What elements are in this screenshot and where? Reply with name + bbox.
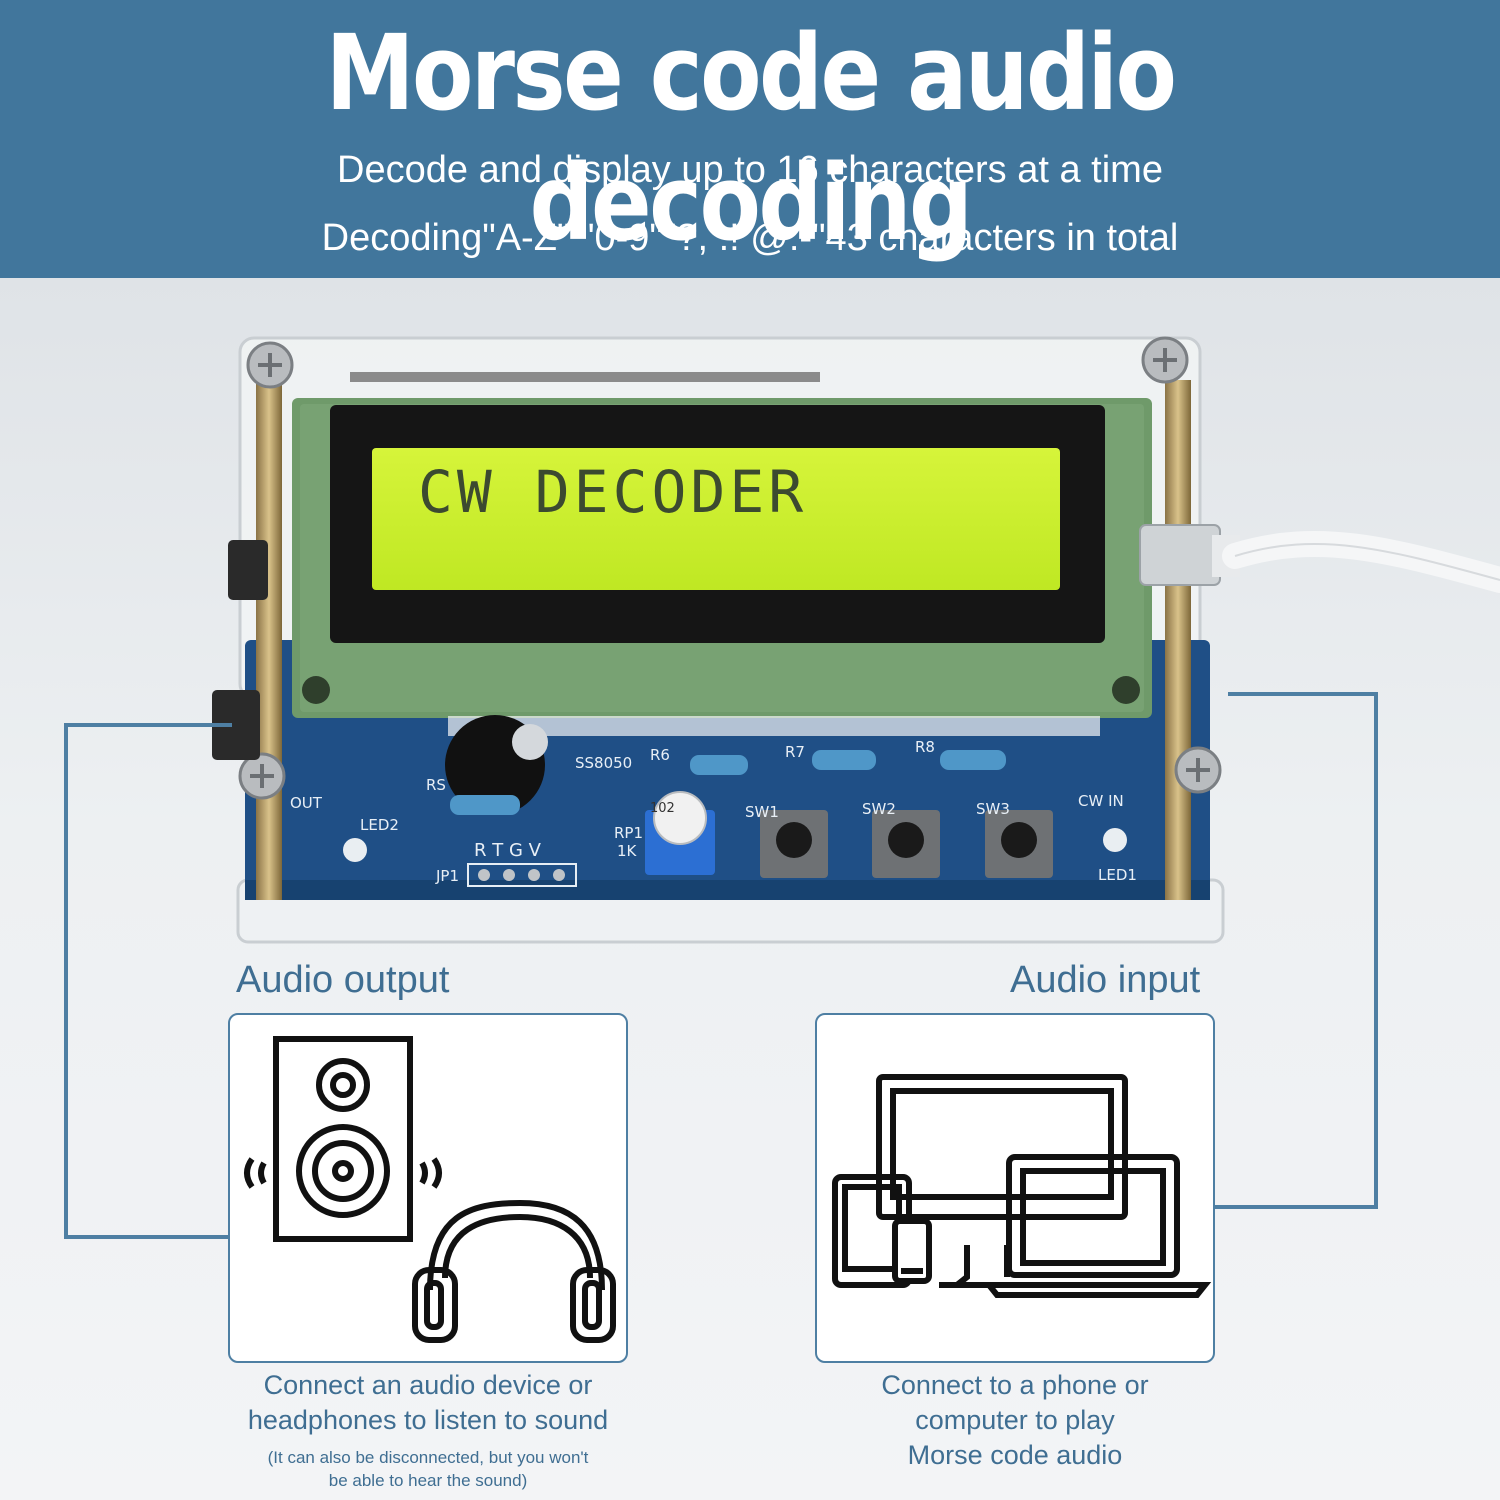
headphones-icon	[412, 1199, 616, 1343]
audio-input-caption-line-1: Connect to a phone or	[881, 1370, 1149, 1400]
laptop-icon	[982, 1154, 1212, 1298]
audio-input-label: Audio input	[1010, 959, 1201, 1001]
label-sw2: SW2	[862, 800, 896, 818]
audio-output-caption: Connect an audio device or headphones to…	[190, 1368, 666, 1438]
audio-output-panel	[228, 1013, 628, 1363]
cw-decoder-device	[212, 336, 1500, 944]
monitor-icon	[876, 1074, 1128, 1288]
label-rp1: RP1	[614, 824, 643, 842]
page-subtitle-2: Decoding"A-Z" "0-9""?, .! @:-"43 charact…	[321, 217, 1179, 259]
audio-input-caption: Connect to a phone or computer to play M…	[790, 1368, 1240, 1473]
label-rs: RS	[426, 776, 446, 794]
label-sw3: SW3	[976, 800, 1010, 818]
label-rp1-value: 1K	[617, 842, 638, 860]
lcd-text: CW DECODER	[418, 458, 808, 526]
tactile-switches	[760, 810, 1053, 878]
page-title: Morse code audio decoding	[325, 12, 1177, 264]
output-connector-line	[64, 723, 232, 1239]
audio-output-label: Audio output	[236, 959, 450, 1001]
audio-input-panel	[815, 1013, 1215, 1363]
label-pot-code: 102	[650, 801, 675, 816]
audio-input-caption-line-3: Morse code audio	[907, 1440, 1123, 1470]
label-r7: R7	[785, 743, 805, 761]
speaker-icon	[244, 1036, 442, 1242]
label-out: OUT	[290, 794, 323, 812]
standoff	[1165, 380, 1191, 900]
audio-jack	[228, 540, 268, 600]
audio-output-note: (It can also be disconnected, but you wo…	[210, 1446, 646, 1492]
label-ss8050: SS8050	[575, 754, 632, 772]
label-pins: R T G V	[474, 840, 542, 861]
led1	[1103, 828, 1127, 852]
label-led1: LED1	[1098, 866, 1137, 884]
standoff	[256, 380, 282, 900]
led2	[343, 838, 367, 862]
lcd-header-pins	[350, 372, 820, 382]
header-banner: Morse code audio decoding Decode and dis…	[0, 0, 1500, 278]
jp1-header	[467, 863, 577, 887]
label-cw-in: CW IN	[1078, 792, 1124, 810]
audio-output-caption-line-1: Connect an audio device or	[263, 1370, 593, 1400]
lcd-mount-holes	[302, 676, 1140, 704]
audio-jack	[212, 690, 260, 760]
pcb-silkscreen: SS8050 R6 R7 R8 RP1 1K JP1 R T G V SW1 S…	[290, 738, 1137, 885]
label-jp1: JP1	[435, 867, 459, 885]
audio-output-note-line-2: be able to hear the sound)	[328, 1471, 528, 1490]
label-r8: R8	[915, 738, 935, 756]
input-connector-line	[1215, 692, 1378, 1209]
label-led2: LED2	[360, 816, 399, 834]
resistors	[450, 750, 1006, 815]
label-sw1: SW1	[745, 803, 779, 821]
page-subtitle-1: Decode and display up to 16 characters a…	[337, 149, 1163, 191]
lcd-screen	[372, 448, 1060, 590]
screws	[238, 336, 1222, 800]
audio-output-note-line-1: (It can also be disconnected, but you wo…	[267, 1448, 589, 1467]
phone-icon	[892, 1218, 932, 1284]
audio-output-caption-line-2: headphones to listen to sound	[247, 1405, 609, 1435]
audio-input-caption-line-2: computer to play	[915, 1405, 1115, 1435]
label-r6: R6	[650, 746, 670, 764]
